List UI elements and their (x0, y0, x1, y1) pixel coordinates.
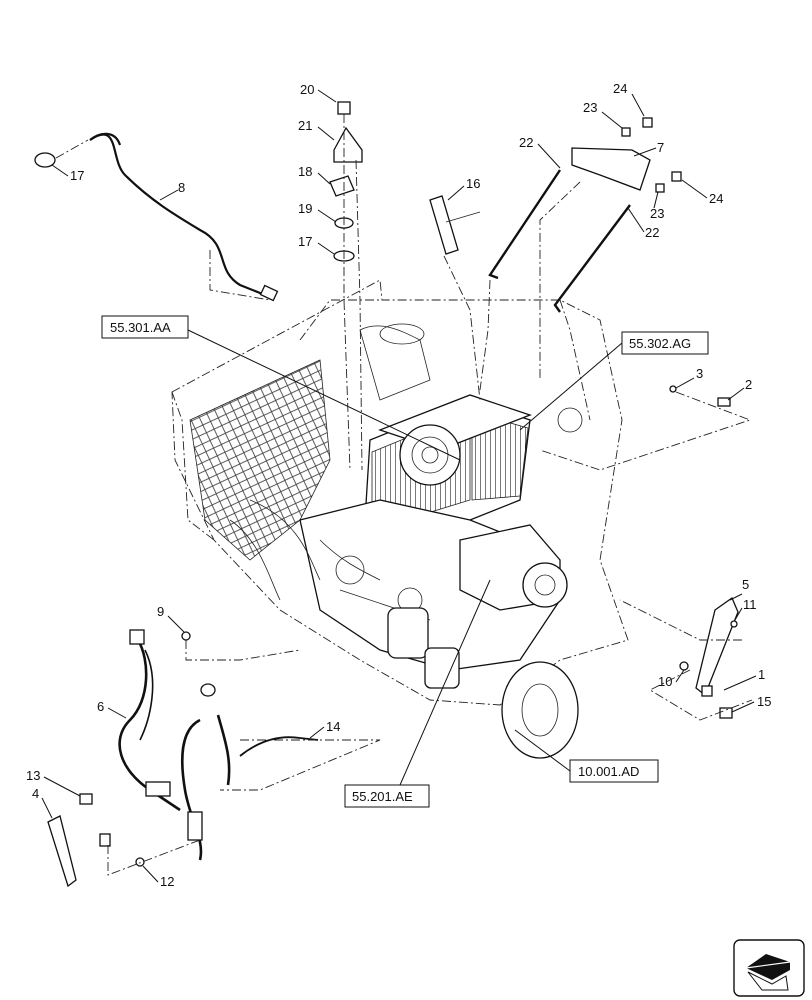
callout-labels: 20 21 18 19 17 17 8 16 22 23 24 7 23 24 … (26, 81, 771, 889)
leader-10 (675, 669, 685, 683)
leader-21 (317, 126, 335, 141)
leader-6 (107, 707, 127, 719)
ref-leader-55-302-ag (519, 342, 623, 431)
leader-19 (317, 209, 337, 223)
bracket-5-group (619, 597, 753, 721)
leader-16 (447, 185, 465, 201)
leader-17-top (317, 242, 335, 255)
callout-17-top: 17 (298, 234, 312, 249)
callout-16: 16 (466, 176, 480, 191)
leader-7 (633, 147, 657, 157)
engine-assembly (229, 323, 583, 759)
battery-cables-6 (47, 629, 381, 888)
callout-10: 10 (658, 674, 672, 689)
leader-24-top (631, 93, 645, 117)
callout-23: 23 (650, 206, 664, 221)
callout-14: 14 (326, 719, 340, 734)
callout-4: 4 (32, 786, 39, 801)
leader-23 (653, 191, 659, 209)
leader-15 (731, 701, 755, 713)
callout-12: 12 (160, 874, 174, 889)
reference-boxes: 55.301.AA 55.302.AG 55.201.AE 10.001.AD (101, 315, 709, 808)
callout-11: 11 (743, 597, 757, 612)
callout-15: 15 (757, 694, 771, 709)
callout-17: 17 (70, 168, 84, 183)
callout-24: 24 (709, 191, 723, 206)
leader-11 (734, 607, 743, 621)
callout-1: 1 (758, 667, 765, 682)
leader-22-top (537, 143, 561, 169)
leader-24 (681, 179, 708, 199)
ref-box-55-201-ae (344, 784, 430, 808)
ref-label-55-302-ag: 55.302.AG (629, 336, 691, 351)
ref-box-55-301-aa (101, 315, 189, 339)
callout-13: 13 (26, 768, 40, 783)
rods-and-bracket (479, 117, 682, 391)
ref-leader-55-301-aa (187, 329, 461, 461)
leader-23-top (601, 111, 623, 129)
leader-1 (723, 675, 757, 691)
callout-5: 5 (742, 577, 749, 592)
callout-20: 20 (300, 82, 314, 97)
callout-8: 8 (178, 180, 185, 195)
leader-2 (727, 387, 745, 401)
leader-9 (167, 615, 185, 633)
leader-3 (675, 377, 695, 389)
strap-16 (429, 195, 481, 401)
callout-22: 22 (645, 225, 659, 240)
callout-22-top: 22 (519, 135, 533, 150)
leader-17 (51, 164, 69, 177)
leader-13 (43, 776, 81, 797)
callout-24-top: 24 (613, 81, 627, 96)
leader-4 (41, 797, 53, 819)
harness-8 (34, 132, 279, 302)
callout-19: 19 (298, 201, 312, 216)
leader-8 (159, 189, 179, 201)
ref-label-10-001-ad: 10.001.AD (578, 764, 639, 779)
leader-18 (317, 172, 331, 185)
callout-3: 3 (696, 366, 703, 381)
leader-12 (142, 865, 159, 883)
callout-18: 18 (298, 164, 312, 179)
callout-6: 6 (97, 699, 104, 714)
leader-14 (309, 726, 325, 739)
bolts-2-3 (539, 385, 752, 471)
machine-frame (171, 279, 629, 706)
ref-label-55-301-aa: 55.301.AA (110, 320, 171, 335)
ref-leader-10-001-ad (514, 729, 571, 772)
mount-hardware-stack (329, 101, 363, 471)
leader-5 (729, 593, 743, 601)
callout-9: 9 (157, 604, 164, 619)
callout-7: 7 (657, 140, 664, 155)
callout-21: 21 (298, 118, 312, 133)
callout-23-top: 23 (583, 100, 597, 115)
leader-20 (317, 89, 337, 103)
callout-2: 2 (745, 377, 752, 392)
ref-leader-55-201-ae (399, 579, 491, 786)
ref-label-55-201-ae: 55.201.AE (352, 789, 413, 804)
orientation-arrow-icon (733, 939, 805, 997)
leader-22 (627, 207, 645, 233)
